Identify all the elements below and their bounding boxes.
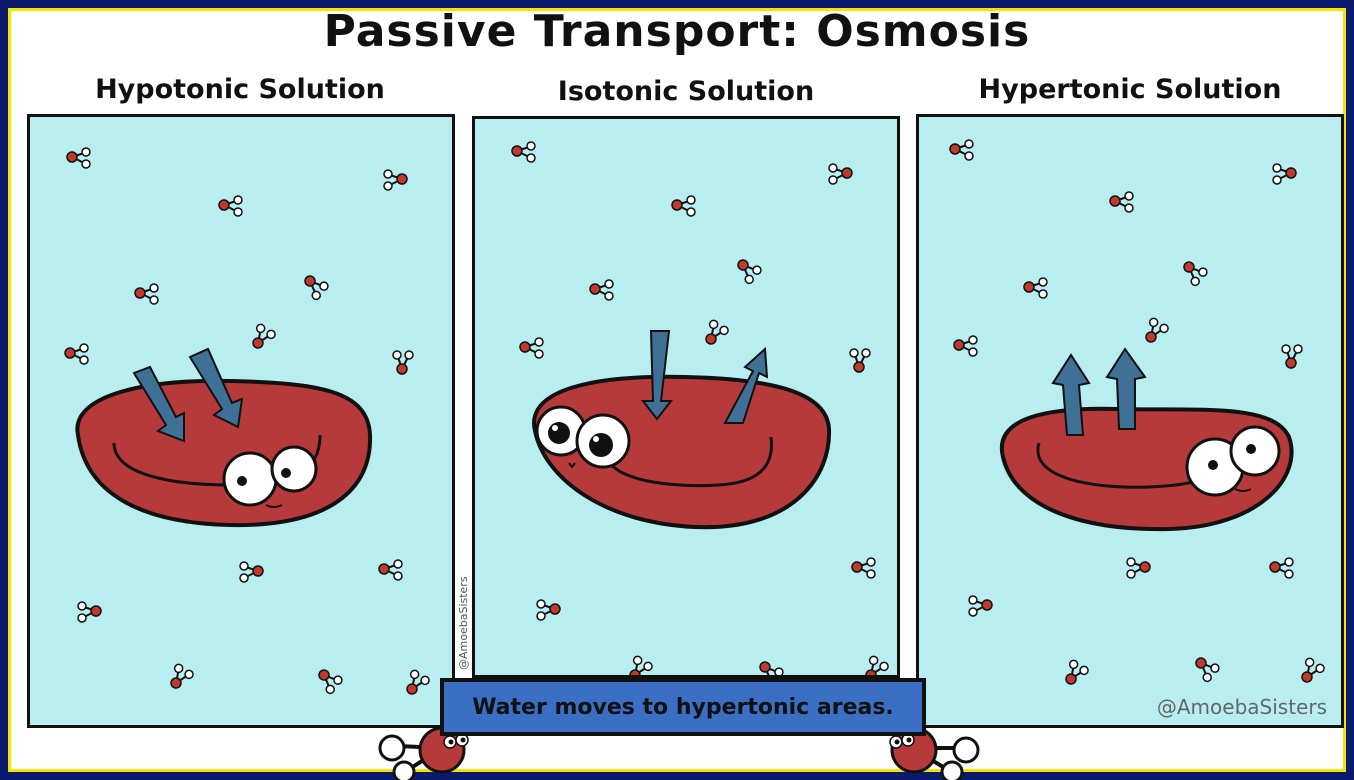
caption-banner: Water moves to hypertonic areas. — [440, 678, 926, 736]
caption-text: Water moves to hypertonic areas. — [472, 695, 894, 720]
